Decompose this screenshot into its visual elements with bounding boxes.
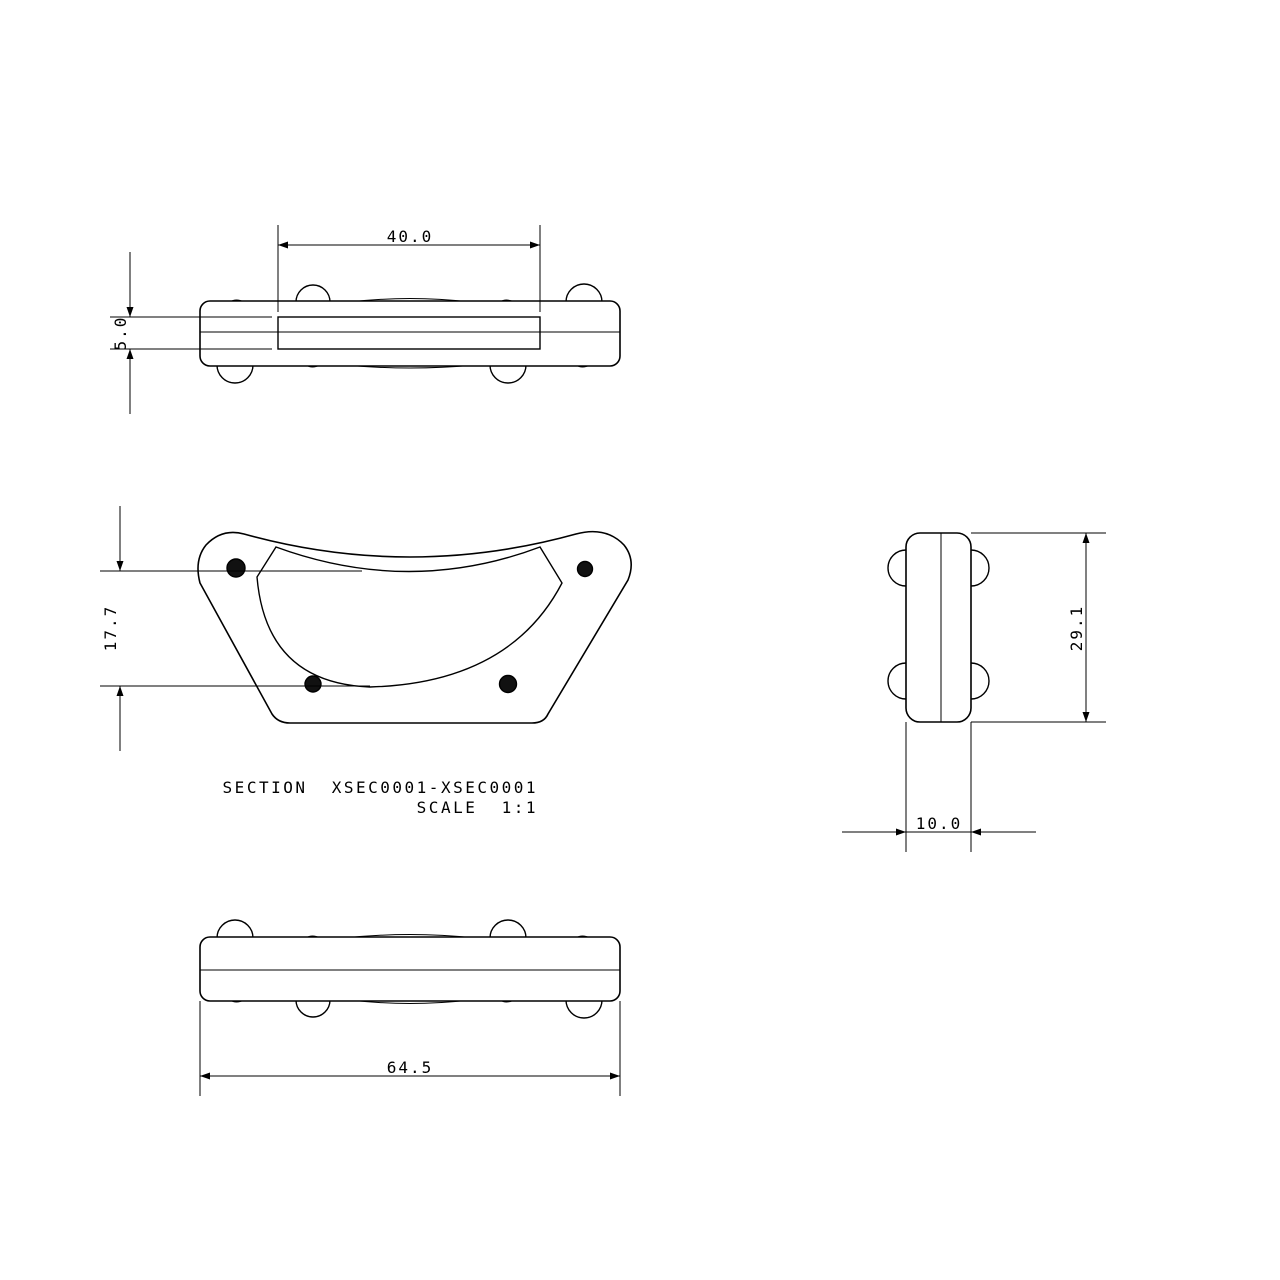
top-width-dimension: 40.0: [387, 227, 434, 246]
section-caption-line1: SECTION XSEC0001-XSEC0001: [223, 778, 538, 797]
top-view: 5.0 40.0: [110, 225, 621, 414]
bottom-view: 64.5: [199, 919, 621, 1096]
hole-top-left: [226, 558, 246, 578]
hole-top-right: [576, 560, 594, 578]
side-view: 29.1 10.0: [842, 532, 1106, 852]
hole-bottom-right: [498, 674, 518, 694]
top-thickness-dimension: 5.0: [111, 316, 130, 351]
side-height-dimension: 29.1: [1067, 605, 1086, 652]
section-caption-line2: SCALE 1:1: [417, 798, 538, 817]
side-thickness-dimension: 10.0: [916, 814, 963, 833]
section-view: 17.7 SECTION XSEC0001-XSEC0001 SCALE 1:1: [100, 506, 632, 817]
section-height-dimension: 17.7: [101, 605, 120, 652]
hole-bottom-left: [304, 675, 322, 693]
bottom-width-dimension: 64.5: [387, 1058, 434, 1077]
